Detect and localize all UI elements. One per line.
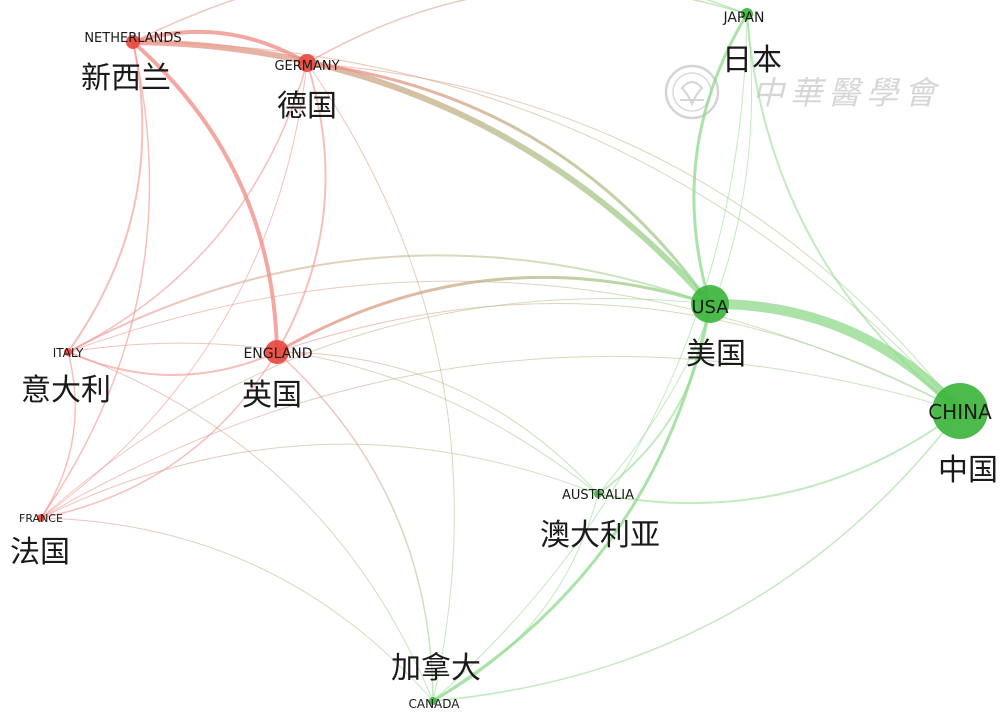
label-en-england: ENGLAND <box>243 346 312 362</box>
label-zh-china: 中国 <box>938 453 998 488</box>
node-netherlands[interactable] <box>126 35 140 49</box>
label-en-china: CHINA <box>928 400 992 424</box>
watermark-text: 中華醫學會 <box>752 74 942 112</box>
label-zh-netherlands: 新西兰 <box>81 61 171 96</box>
node-france[interactable] <box>37 514 45 522</box>
label-zh-france: 法国 <box>10 535 70 570</box>
label-en-canada: CANADA <box>408 697 460 711</box>
edge-germany-china <box>306 62 961 412</box>
label-en-usa: USA <box>691 297 729 318</box>
edge-netherlands-usa <box>130 39 713 307</box>
edge-germany-canada <box>306 62 455 702</box>
watermark: 中華醫學會 <box>664 64 942 120</box>
edge-italy-usa <box>67 254 711 353</box>
edge-france-canada <box>40 517 434 702</box>
edge-france-australia <box>40 443 599 519</box>
node-usa[interactable] <box>691 285 729 323</box>
edge-england-usa <box>275 275 712 354</box>
edge-netherlands-italy <box>67 41 144 353</box>
node-australia[interactable] <box>594 490 602 498</box>
node-canada[interactable] <box>429 697 437 705</box>
edge-england-canada <box>276 351 434 702</box>
node-japan[interactable] <box>741 8 753 20</box>
label-zh-italy: 意大利 <box>21 373 111 408</box>
node-england[interactable] <box>265 340 289 364</box>
label-zh-germany: 德国 <box>277 89 337 124</box>
label-zh-australia: 澳大利亚 <box>540 518 660 553</box>
label-zh-england: 英国 <box>242 378 302 413</box>
label-zh-japan: 日本 <box>722 43 782 78</box>
edge-italy-france <box>40 351 76 519</box>
edge-japan-canada <box>432 13 748 702</box>
edge-england-australia <box>276 351 599 495</box>
edge-china-japan <box>746 13 961 412</box>
edge-germany-italy <box>67 62 308 353</box>
edge-france-china <box>40 355 961 519</box>
edge-germany-england <box>276 62 327 353</box>
edge-china-australia <box>597 410 961 505</box>
label-en-italy: ITALY <box>53 346 84 360</box>
node-china[interactable] <box>932 383 988 439</box>
edge-italy-canada <box>67 351 434 702</box>
edge-germany-japan <box>306 0 748 64</box>
label-layer: NETHERLANDS 新西兰 GERMANY 德国 JAPAN 日本 USA 美国 CHINA… <box>10 10 998 711</box>
edge-italy-australia <box>67 342 599 495</box>
edge-italy-china <box>67 280 961 412</box>
edge-china-canada <box>432 410 961 702</box>
edge-australia-canada <box>432 493 599 702</box>
label-en-germany: GERMANY <box>274 59 339 74</box>
edge-england-france <box>40 351 278 519</box>
edge-germany-usa <box>305 61 712 306</box>
edge-england-china <box>276 302 961 412</box>
node-italy[interactable] <box>64 348 72 356</box>
label-en-japan: JAPAN <box>722 10 764 26</box>
edge-netherlands-england <box>131 40 279 354</box>
society-seal-icon <box>664 64 720 120</box>
edge-france-usa <box>40 298 711 519</box>
node-layer <box>37 8 988 705</box>
label-zh-usa: 美国 <box>686 337 746 372</box>
edge-netherlands-japan <box>132 0 748 43</box>
label-en-australia: AUSTRALIA <box>562 488 634 503</box>
label-en-netherlands: NETHERLANDS <box>84 31 181 46</box>
label-zh-canada: 加拿大 <box>391 651 481 686</box>
edge-layer <box>40 0 965 703</box>
edge-usa-china <box>705 298 965 416</box>
edge-usa-japan <box>692 12 749 306</box>
edge-netherlands-france <box>40 41 151 519</box>
node-germany[interactable] <box>298 54 316 72</box>
label-en-france: FRANCE <box>19 512 63 525</box>
